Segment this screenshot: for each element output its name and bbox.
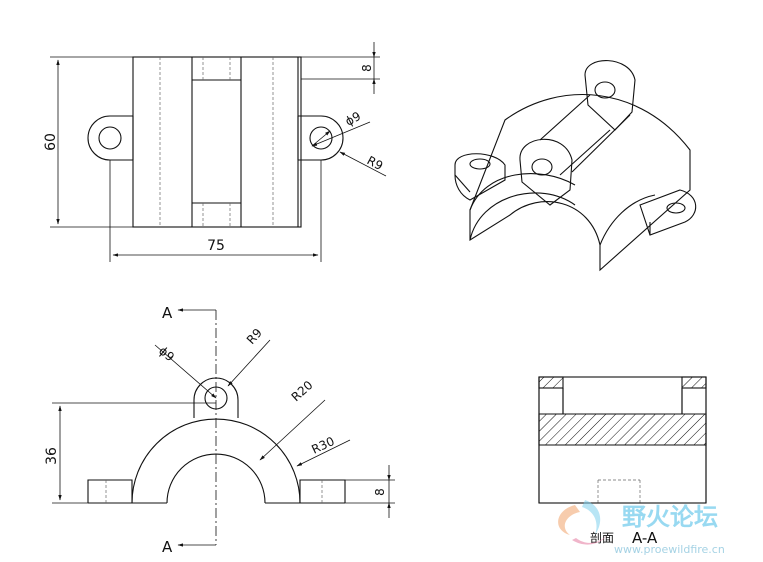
- front-view: [52, 308, 395, 547]
- top-dim-hole: ϕ9: [343, 109, 363, 129]
- watermark-text: 野火论坛: [622, 503, 718, 531]
- front-dim-r-ear: R9: [244, 326, 265, 347]
- watermark-logo: [558, 500, 607, 545]
- left-lug-hole: [98, 126, 122, 150]
- section-caption-cn: 剖面: [590, 531, 614, 545]
- section-caption: A-A: [632, 529, 658, 547]
- top-view: [50, 42, 387, 262]
- top-dim-width: 75: [207, 238, 225, 254]
- watermark-url: www.proewildfire.cn: [614, 543, 725, 556]
- front-dim-flange: 8: [373, 488, 387, 496]
- top-view-body: [132, 56, 302, 228]
- top-dim-flange: 8: [360, 64, 374, 72]
- front-dim-height: 36: [44, 447, 60, 465]
- right-lug: [298, 115, 344, 161]
- front-dim-r-inner: R20: [289, 378, 316, 404]
- left-lug: [87, 115, 133, 161]
- top-dim-height: 60: [43, 133, 59, 151]
- section-view: [538, 376, 707, 504]
- top-dim-radius: R9: [365, 153, 386, 173]
- section-label-bottom: A: [162, 538, 173, 556]
- isometric-view: [454, 60, 697, 272]
- section-label-top: A: [162, 304, 173, 322]
